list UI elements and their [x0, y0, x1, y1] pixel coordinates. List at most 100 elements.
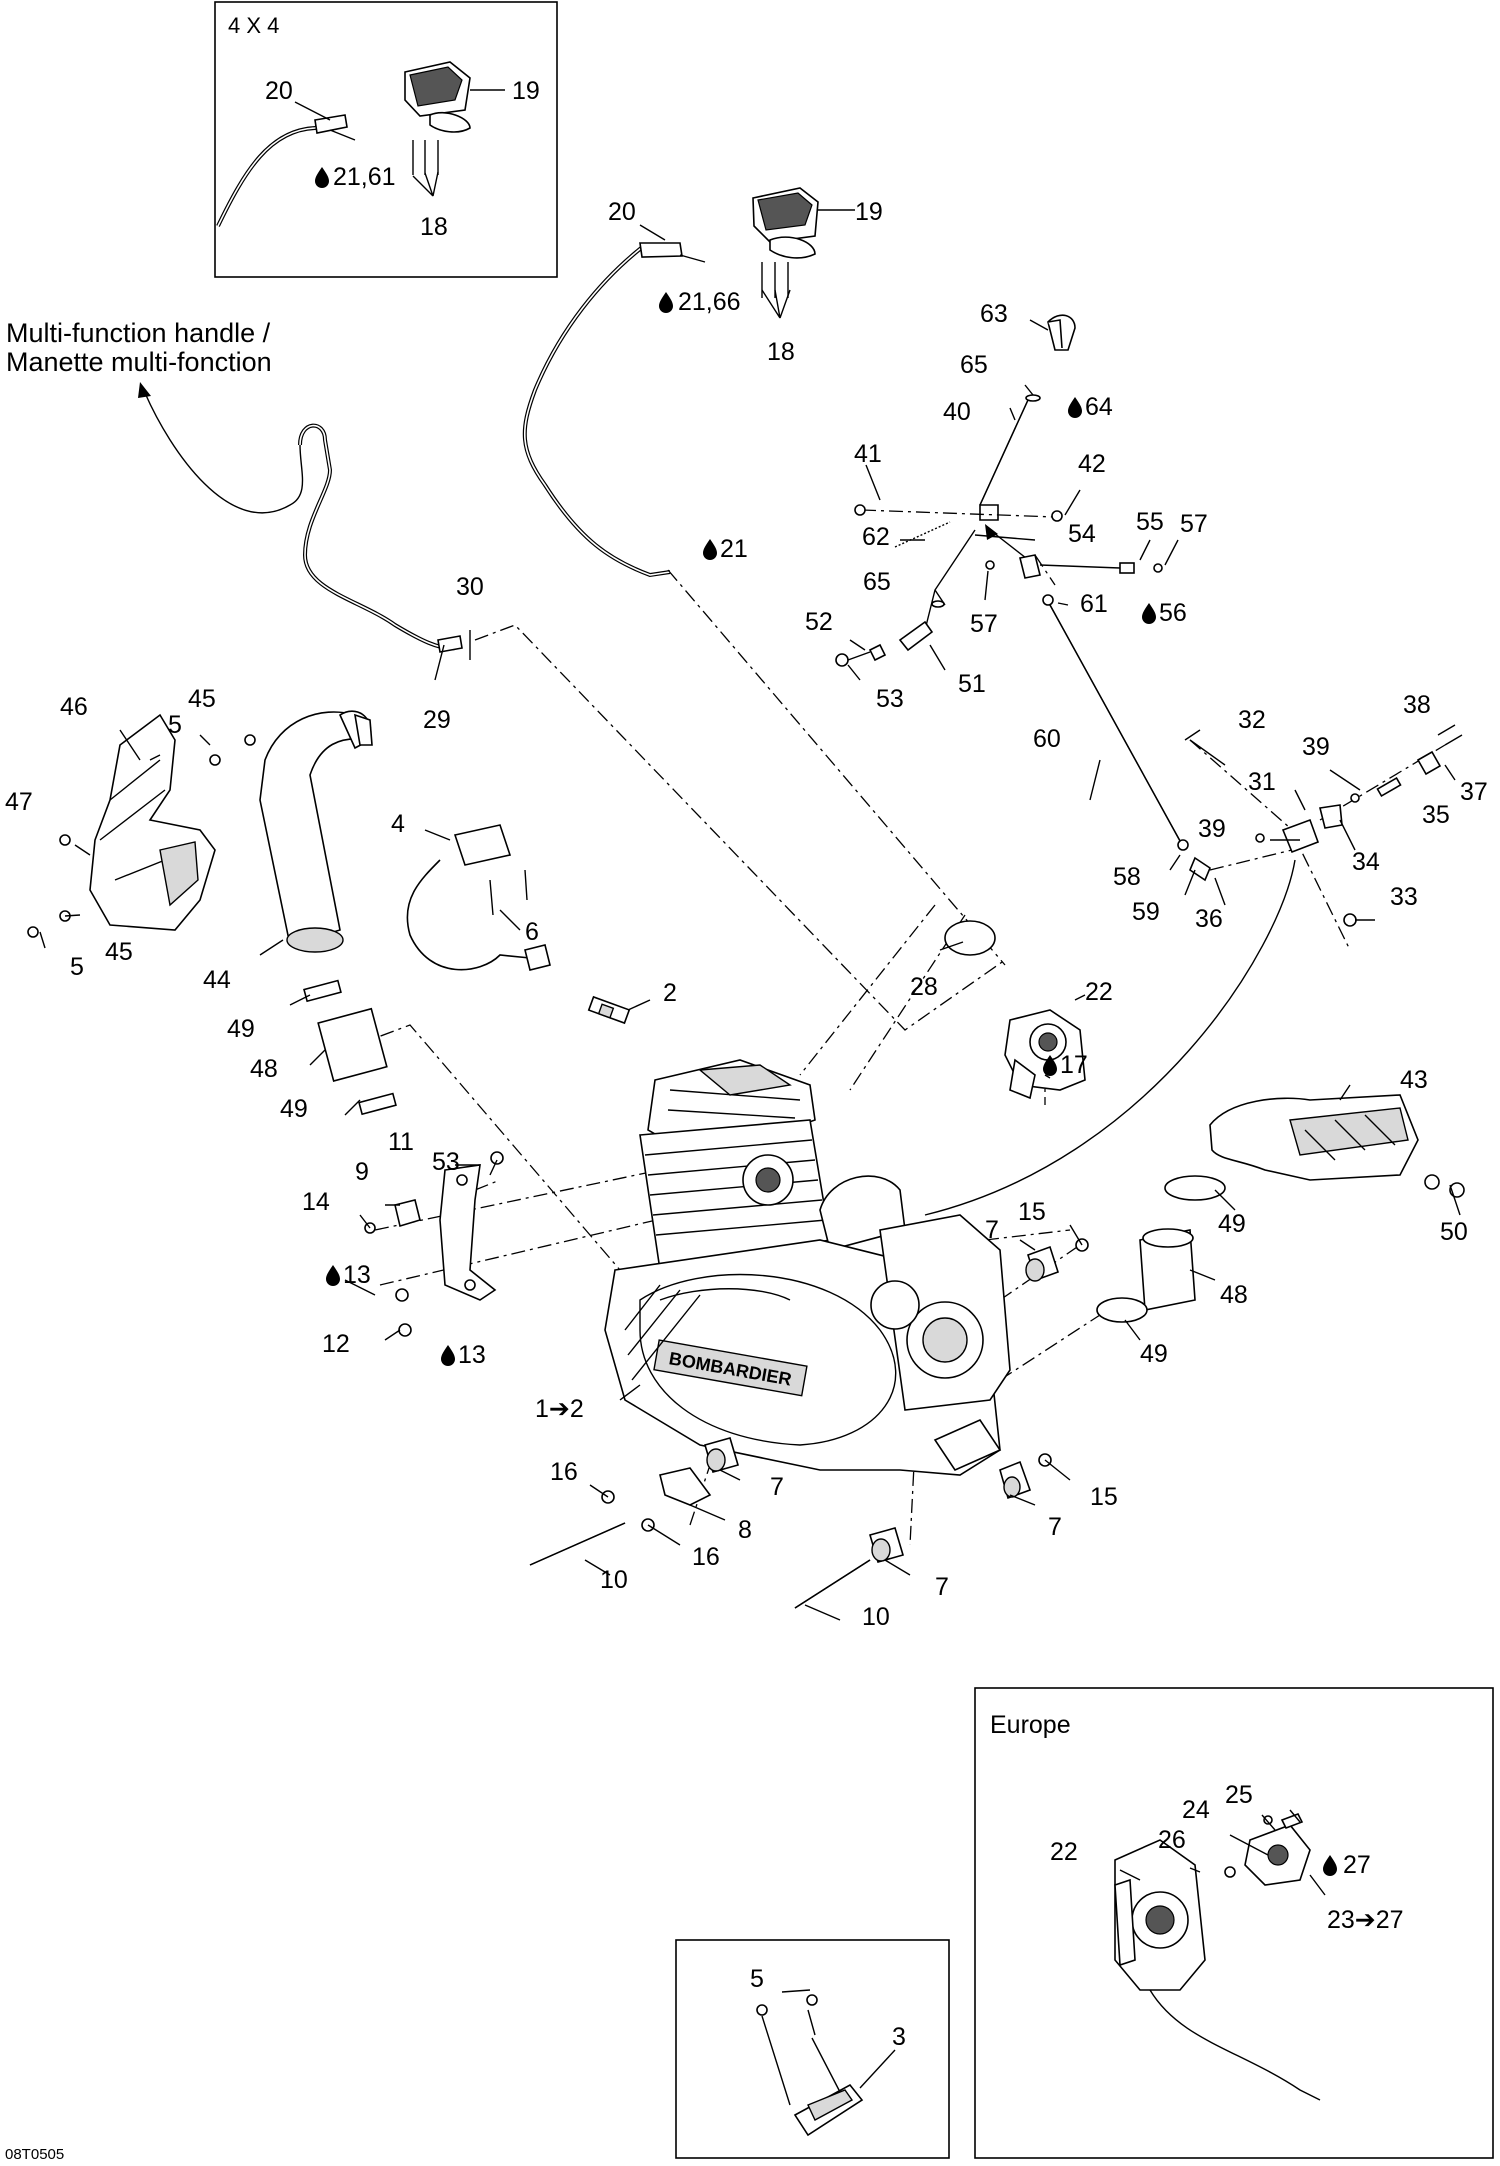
note-multi-function-handle-fr: Manette multi-fonction	[6, 347, 272, 377]
part-49b-clamp	[358, 1092, 397, 1116]
callout-47: 47	[5, 788, 33, 816]
part-55-bushing	[1119, 562, 1135, 574]
part-1-engine: BOMBARDIER	[604, 1059, 1011, 1476]
part-22b-carburetor-europe	[1114, 1839, 1321, 2101]
part-7b-mount	[704, 1437, 739, 1473]
part-44-exhaust-pipe	[259, 710, 373, 953]
callout-6: 6	[525, 918, 539, 946]
callout-16: 16	[550, 1458, 578, 1486]
callout-11: 11	[388, 1128, 414, 1156]
callout-21-66: 21,66	[678, 288, 741, 316]
cable-end-4x4	[314, 114, 348, 134]
callout-39: 39	[1198, 815, 1226, 843]
callout-10: 10	[862, 1603, 890, 1631]
handle-arrow-line	[144, 392, 304, 514]
callout-12: 12	[322, 1330, 350, 1358]
droplet-icon	[659, 292, 673, 313]
callout-32: 32	[1238, 706, 1266, 734]
droplet-icon	[1068, 397, 1082, 418]
callout-27: 27	[1343, 1851, 1371, 1879]
leader-18a	[412, 171, 439, 197]
callout-5: 5	[70, 953, 84, 981]
callout-63: 63	[980, 300, 1008, 328]
callout-49: 49	[1218, 1210, 1246, 1238]
callout-62: 62	[862, 523, 890, 551]
callout-37: 37	[1460, 778, 1488, 806]
part-54-balljoint	[1019, 554, 1041, 579]
part-37-fitting	[1416, 750, 1442, 776]
callout-42: 42	[1078, 450, 1106, 478]
leader-mounts	[689, 1229, 1071, 1546]
part-49-clamp	[303, 979, 342, 1003]
part-39b-washer	[1350, 793, 1360, 803]
callout-49: 49	[1140, 1340, 1168, 1368]
callout-2: 2	[663, 979, 677, 1007]
part-57-clip	[985, 560, 995, 570]
part-26-screw	[1224, 1866, 1236, 1878]
callout-59: 59	[1132, 898, 1160, 926]
callout-46: 46	[60, 693, 88, 721]
inset-4x4-title: 4 X 4	[228, 13, 279, 38]
cable-selector-upper	[522, 243, 671, 578]
part-61-nut	[1042, 594, 1054, 606]
callout-labels: 20 19 21,61 18 20 19 21,66 18 63 65 64 4…	[5, 77, 1488, 2051]
leader-55	[1039, 564, 1121, 569]
callout-3: 3	[892, 2023, 906, 2051]
part-34-lever	[1319, 804, 1343, 829]
part-22-carburetor	[944, 920, 1086, 1100]
part-5-washer	[209, 754, 221, 766]
callout-7: 7	[985, 1216, 999, 1244]
leader-18b	[761, 289, 791, 319]
part-24-seal	[1263, 1815, 1273, 1825]
callout-13: 13	[343, 1261, 371, 1289]
callout-34: 34	[1352, 848, 1380, 876]
callout-15: 15	[1090, 1483, 1118, 1511]
droplet-icon	[326, 1265, 340, 1286]
part-2-spark-plug	[587, 995, 631, 1025]
part-32-bolt	[1189, 739, 1226, 766]
callout-15: 15	[1018, 1198, 1046, 1226]
callout-7: 7	[1048, 1513, 1062, 1541]
callout-24: 24	[1182, 1796, 1210, 1824]
callout-40: 40	[943, 398, 971, 426]
callout-65: 65	[960, 351, 988, 379]
callout-22: 22	[1085, 978, 1113, 1006]
part-51-rod	[924, 529, 976, 631]
callout-29: 29	[423, 706, 451, 734]
part-7-mount-right	[1025, 1245, 1059, 1282]
callout-30: 30	[456, 573, 484, 601]
leader-29-carb	[474, 624, 1006, 1031]
callout-17: 17	[1060, 1051, 1088, 1079]
part-5c-screw	[806, 1994, 818, 2006]
leader-41-42	[861, 509, 1056, 518]
part-49d-clamp	[1096, 1297, 1148, 1323]
callout-60: 60	[1033, 725, 1061, 753]
part-43-air-intake	[1209, 1094, 1419, 1181]
callout-52: 52	[805, 608, 833, 636]
part-5d-screw	[756, 2004, 768, 2016]
callout-41: 41	[854, 440, 882, 468]
callout-49: 49	[227, 1015, 255, 1043]
leader-32-33	[1189, 739, 1351, 951]
droplet-icon	[1323, 1855, 1337, 1876]
callout-18: 18	[767, 338, 795, 366]
callout-20: 20	[608, 198, 636, 226]
part-3-bracket	[793, 2083, 864, 2137]
callout-39: 39	[1302, 733, 1330, 761]
leader-31-engine	[924, 859, 1296, 1216]
callout-4: 4	[391, 810, 405, 838]
part-12-nut	[395, 1288, 409, 1302]
part-57b-clip	[1153, 563, 1163, 573]
part-48-sleeve	[317, 1007, 388, 1082]
leader-3	[859, 2049, 896, 2089]
cable-4x4	[216, 120, 331, 227]
inset-4x4-frame	[214, 1, 558, 278]
callout-23-27: 23➔27	[1327, 1906, 1404, 1934]
callout-7: 7	[770, 1473, 784, 1501]
part-11-engine-bracket	[439, 1164, 497, 1301]
callout-43: 43	[1400, 1066, 1428, 1094]
callout-25: 25	[1225, 1781, 1253, 1809]
callout-53: 53	[876, 685, 904, 713]
part-4-ignition-coil	[406, 824, 551, 971]
